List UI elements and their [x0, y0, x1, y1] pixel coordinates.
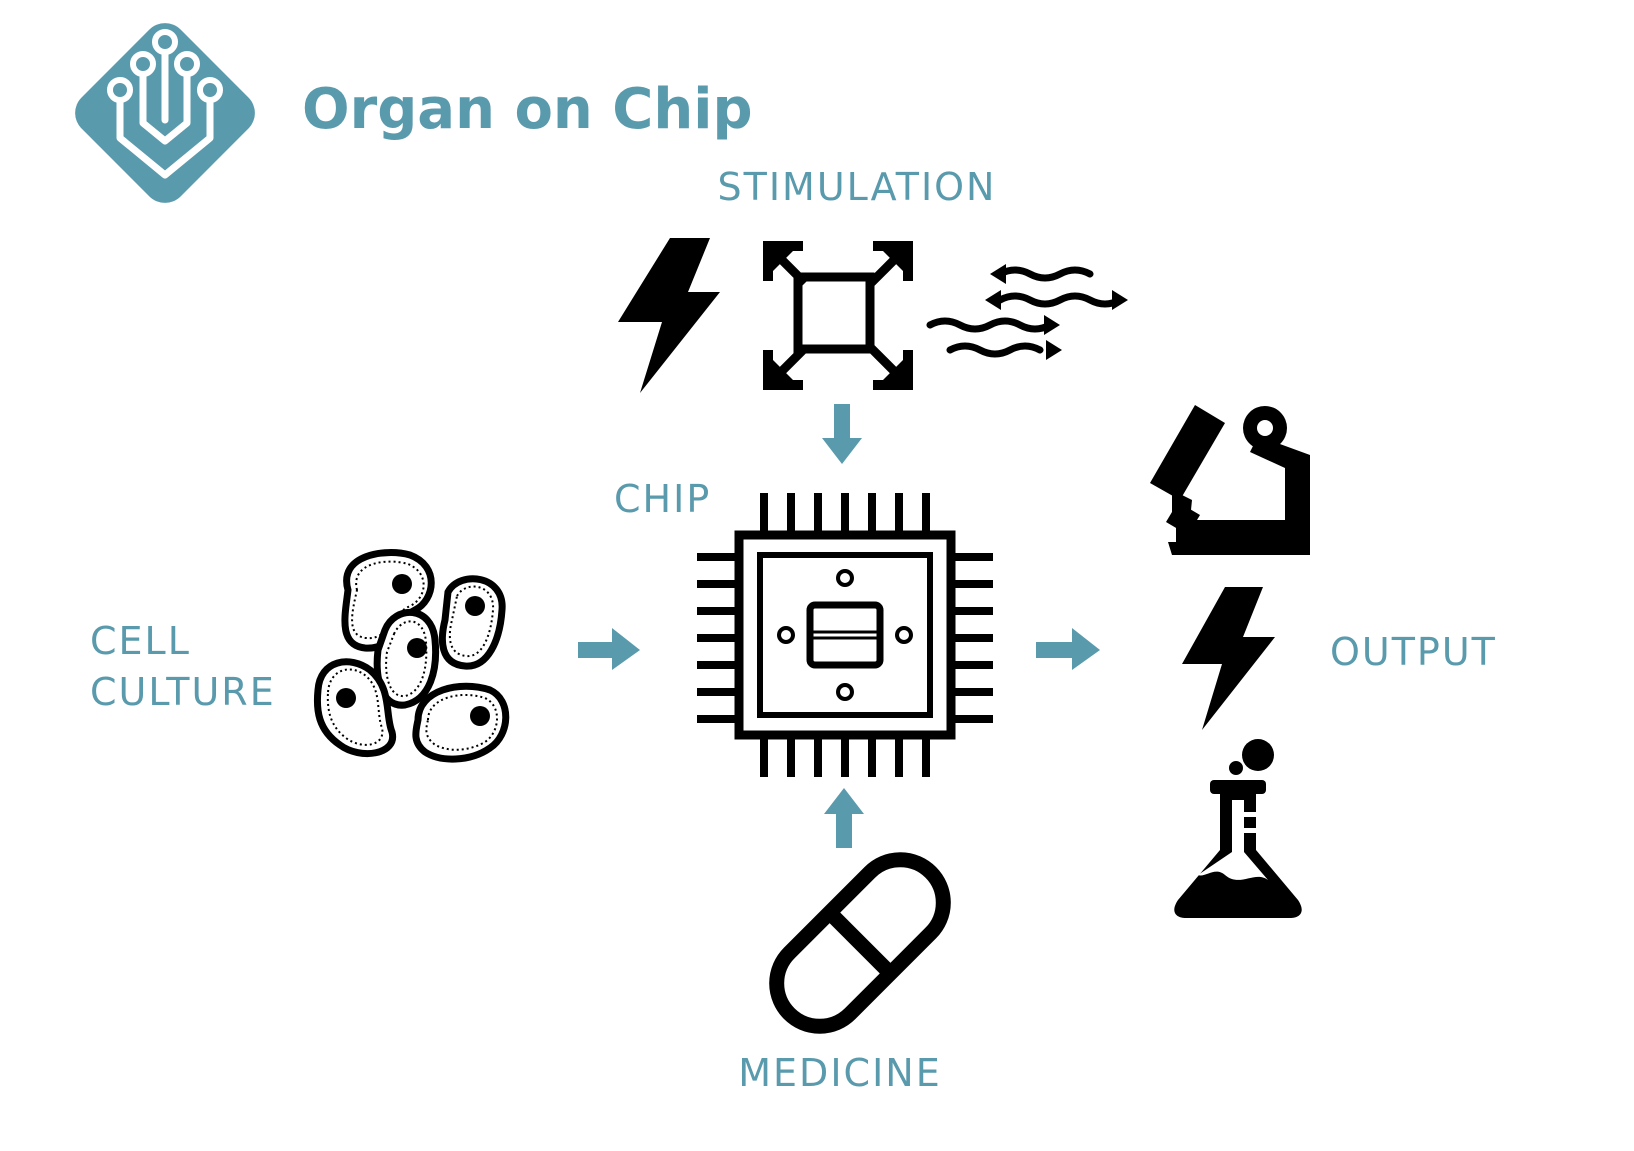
lightning-bolt-icon [618, 238, 720, 393]
pill-capsule-icon [769, 852, 951, 1034]
stretch-arrows-icon [763, 241, 913, 390]
lightning-bolt-icon [1182, 587, 1275, 730]
output-label: OUTPUT [1330, 630, 1497, 674]
flow-waves-icon [926, 264, 1128, 360]
medicine-label: MEDICINE [738, 1051, 941, 1095]
circuit-diamond-logo-icon [75, 23, 255, 203]
page-title: Organ on Chip [302, 77, 753, 142]
chip-label: CHIP [614, 477, 711, 521]
arrow-right-icon [1036, 628, 1100, 670]
chip-icon [697, 493, 993, 777]
microscope-icon [1150, 405, 1310, 555]
cell-culture-label-line1: CELL [90, 619, 191, 663]
stimulation-label: STIMULATION [718, 165, 997, 209]
cells-icon [313, 549, 510, 763]
arrow-up-icon [824, 788, 864, 848]
flask-icon [1174, 739, 1302, 918]
cell-culture-label-line2: CULTURE [90, 670, 276, 714]
arrow-down-icon [822, 404, 862, 464]
arrow-right-icon [578, 628, 640, 670]
